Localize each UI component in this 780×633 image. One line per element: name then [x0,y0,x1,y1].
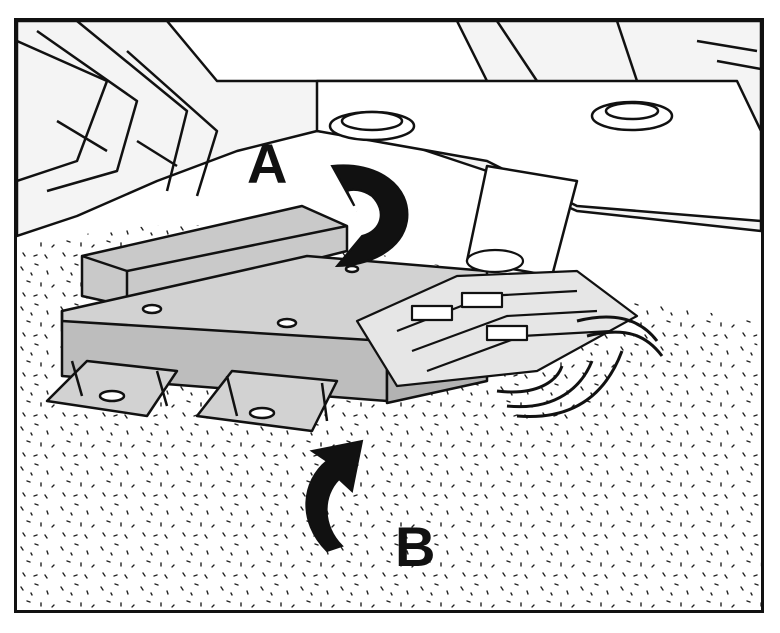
illustration-frame: A B [14,18,764,613]
callout-label-a: A [247,132,287,195]
relay-plate-illustration: A B [17,21,761,610]
curved-arrow-a [330,164,409,268]
dashboard-underside [17,21,761,278]
pointer-line-a [335,203,364,219]
connector-block [355,248,664,419]
callout-label-b: B [395,515,435,578]
curved-arrow-b [305,439,364,553]
